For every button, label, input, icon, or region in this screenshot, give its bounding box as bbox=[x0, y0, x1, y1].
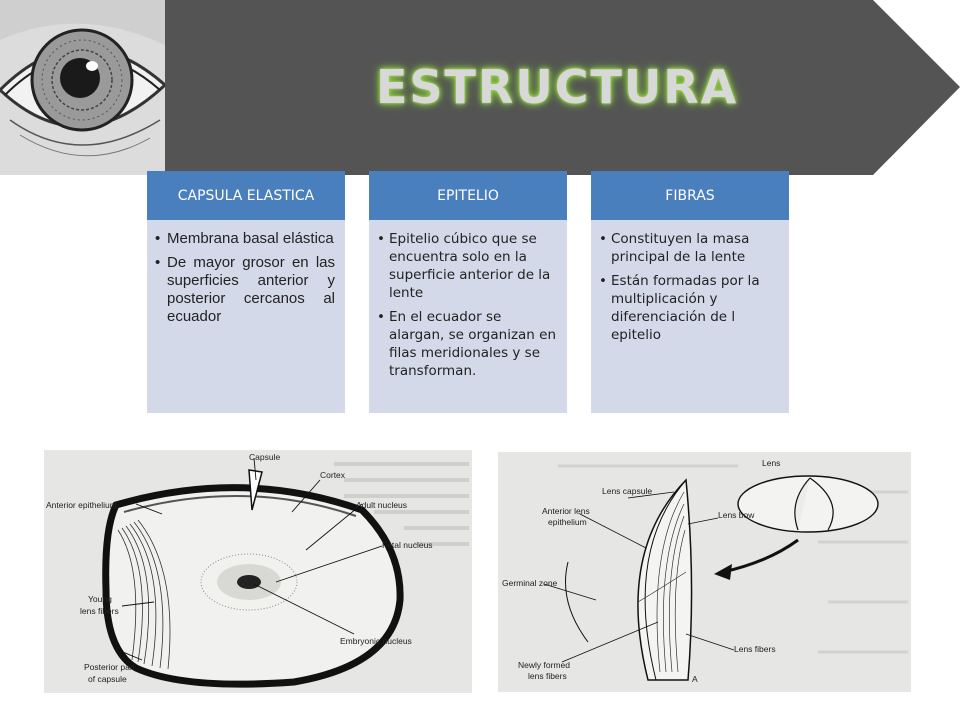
label-newly-formed: Newly formed bbox=[518, 660, 570, 670]
bullet-list: Membrana basal elástica De mayor grosor … bbox=[147, 230, 345, 326]
label-lens-fibers: lens fibers bbox=[80, 606, 119, 616]
label-cortex: Cortex bbox=[320, 470, 346, 480]
slide-title: ESTRUCTURA bbox=[376, 60, 739, 114]
header-banner bbox=[0, 0, 960, 175]
card-heading: CAPSULA ELASTICA bbox=[147, 171, 345, 220]
card-epitelio: EPITELIO Epitelio cúbico que se encuentr… bbox=[369, 171, 567, 413]
label-lens: Lens bbox=[762, 458, 780, 468]
label-panel-letter: A bbox=[692, 674, 698, 684]
bullet-list: Epitelio cúbico que se encuentra solo en… bbox=[369, 230, 567, 380]
label-lens-bow: Lens bow bbox=[718, 510, 755, 520]
list-item: Membrana basal elástica bbox=[155, 230, 335, 248]
lens-cross-section-figure: Capsule Cortex Anterior epithelium Adult… bbox=[44, 450, 472, 693]
label-epithelium: epithelium bbox=[548, 517, 587, 527]
label-anterior-epithelium: Anterior epithelium bbox=[46, 500, 117, 510]
label-anterior-lens: Anterior lens bbox=[542, 506, 590, 516]
card-capsula-elastica: CAPSULA ELASTICA Membrana basal elástica… bbox=[147, 171, 345, 413]
list-item: Están formadas por la multiplicación y d… bbox=[599, 272, 779, 344]
label-lens-fibers-2: lens fibers bbox=[528, 671, 567, 681]
label-germinal-zone: Germinal zone bbox=[502, 578, 558, 588]
card-fibras: FIBRAS Constituyen la masa principal de … bbox=[591, 171, 789, 413]
list-item: Epitelio cúbico que se encuentra solo en… bbox=[377, 230, 557, 302]
eye-illustration-icon bbox=[0, 0, 165, 175]
list-item: En el ecuador se alargan, se organizan e… bbox=[377, 308, 557, 380]
list-item: De mayor grosor en las superficies anter… bbox=[155, 254, 335, 326]
lens-bow-figure: Lens Lens capsule Anterior lens epitheli… bbox=[498, 452, 911, 692]
list-item: Constituyen la masa principal de la lent… bbox=[599, 230, 779, 266]
label-young: Young bbox=[88, 594, 112, 604]
label-capsule: Capsule bbox=[249, 452, 280, 462]
label-of-capsule: of capsule bbox=[88, 674, 127, 684]
card-heading: EPITELIO bbox=[369, 171, 567, 220]
label-lens-capsule: Lens capsule bbox=[602, 486, 652, 496]
label-embryonic-nucleus: Embryonic nucleus bbox=[340, 636, 412, 646]
label-posterior-part: Posterior part bbox=[84, 662, 136, 672]
card-heading: FIBRAS bbox=[591, 171, 789, 220]
label-adult-nucleus: Adult nucleus bbox=[356, 500, 407, 510]
label-fetal-nucleus: Fetal nucleus bbox=[382, 540, 433, 550]
label-lens-fibers: Lens fibers bbox=[734, 644, 776, 654]
bullet-list: Constituyen la masa principal de la lent… bbox=[591, 230, 789, 344]
